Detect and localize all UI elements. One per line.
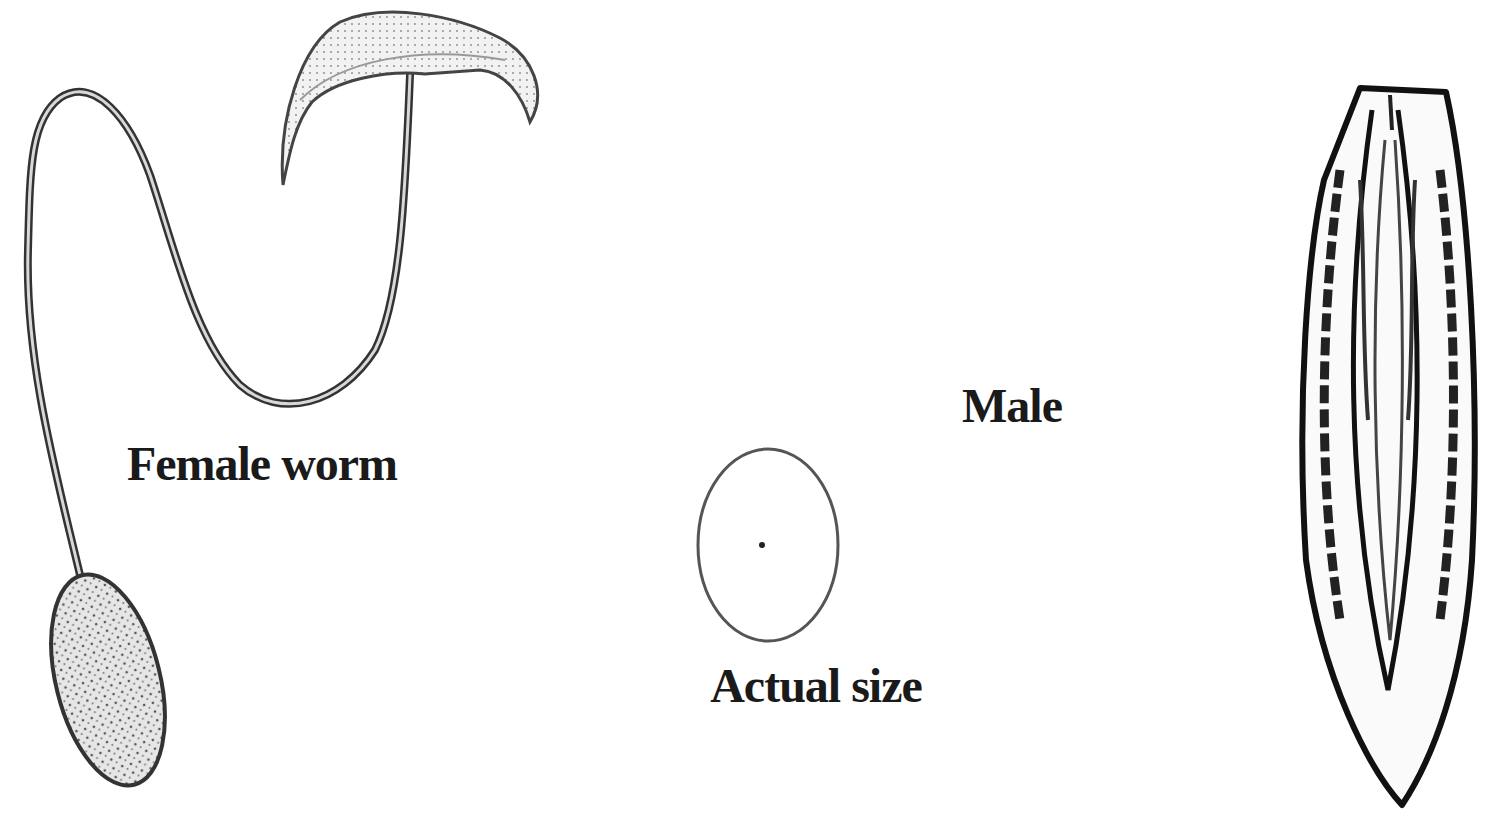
figure-label: Male	[962, 380, 1062, 433]
actual-size-circle	[698, 449, 838, 641]
female-worm-body	[28, 12, 538, 797]
male-worm	[1302, 88, 1474, 805]
figure-label: Actual size	[710, 660, 922, 713]
figure-label: Female worm	[127, 438, 397, 491]
